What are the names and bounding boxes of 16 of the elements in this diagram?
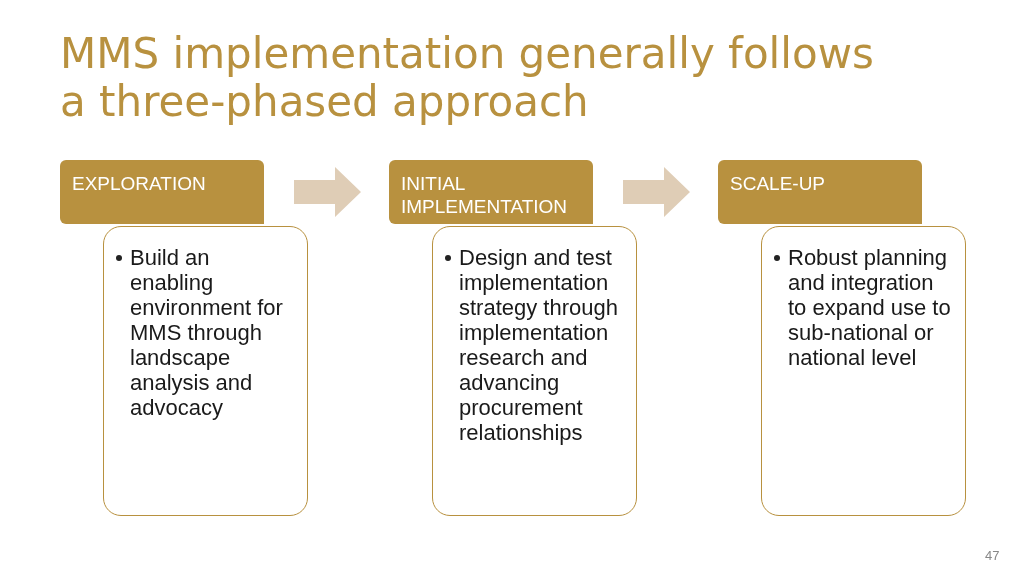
block-arrow [294, 167, 361, 217]
phase-title: SCALE-UP [730, 172, 827, 195]
phase-title: EXPLORATION [72, 172, 207, 195]
description-text: Build an enabling environment for MMS through landscape analysis and advocacy [130, 245, 284, 422]
description-text: Robust planning and integration to expand use to sub-national or national level [788, 245, 952, 372]
phase-header-box [718, 160, 922, 224]
description-text: Design and test implementation strategy through implementation research and advancing procurement relationships [459, 245, 619, 447]
page-number: 47 [985, 548, 1000, 563]
phase-title: INITIAL IMPLEMENTATION [401, 172, 569, 218]
description-card [103, 226, 308, 516]
description-card [761, 226, 966, 516]
description-card [432, 226, 637, 516]
phase-header-box [389, 160, 593, 224]
block-arrow [623, 167, 690, 217]
slide-title: MMS implementation generally follows a three-phased approach [60, 30, 875, 126]
phase-header-box [60, 160, 264, 224]
